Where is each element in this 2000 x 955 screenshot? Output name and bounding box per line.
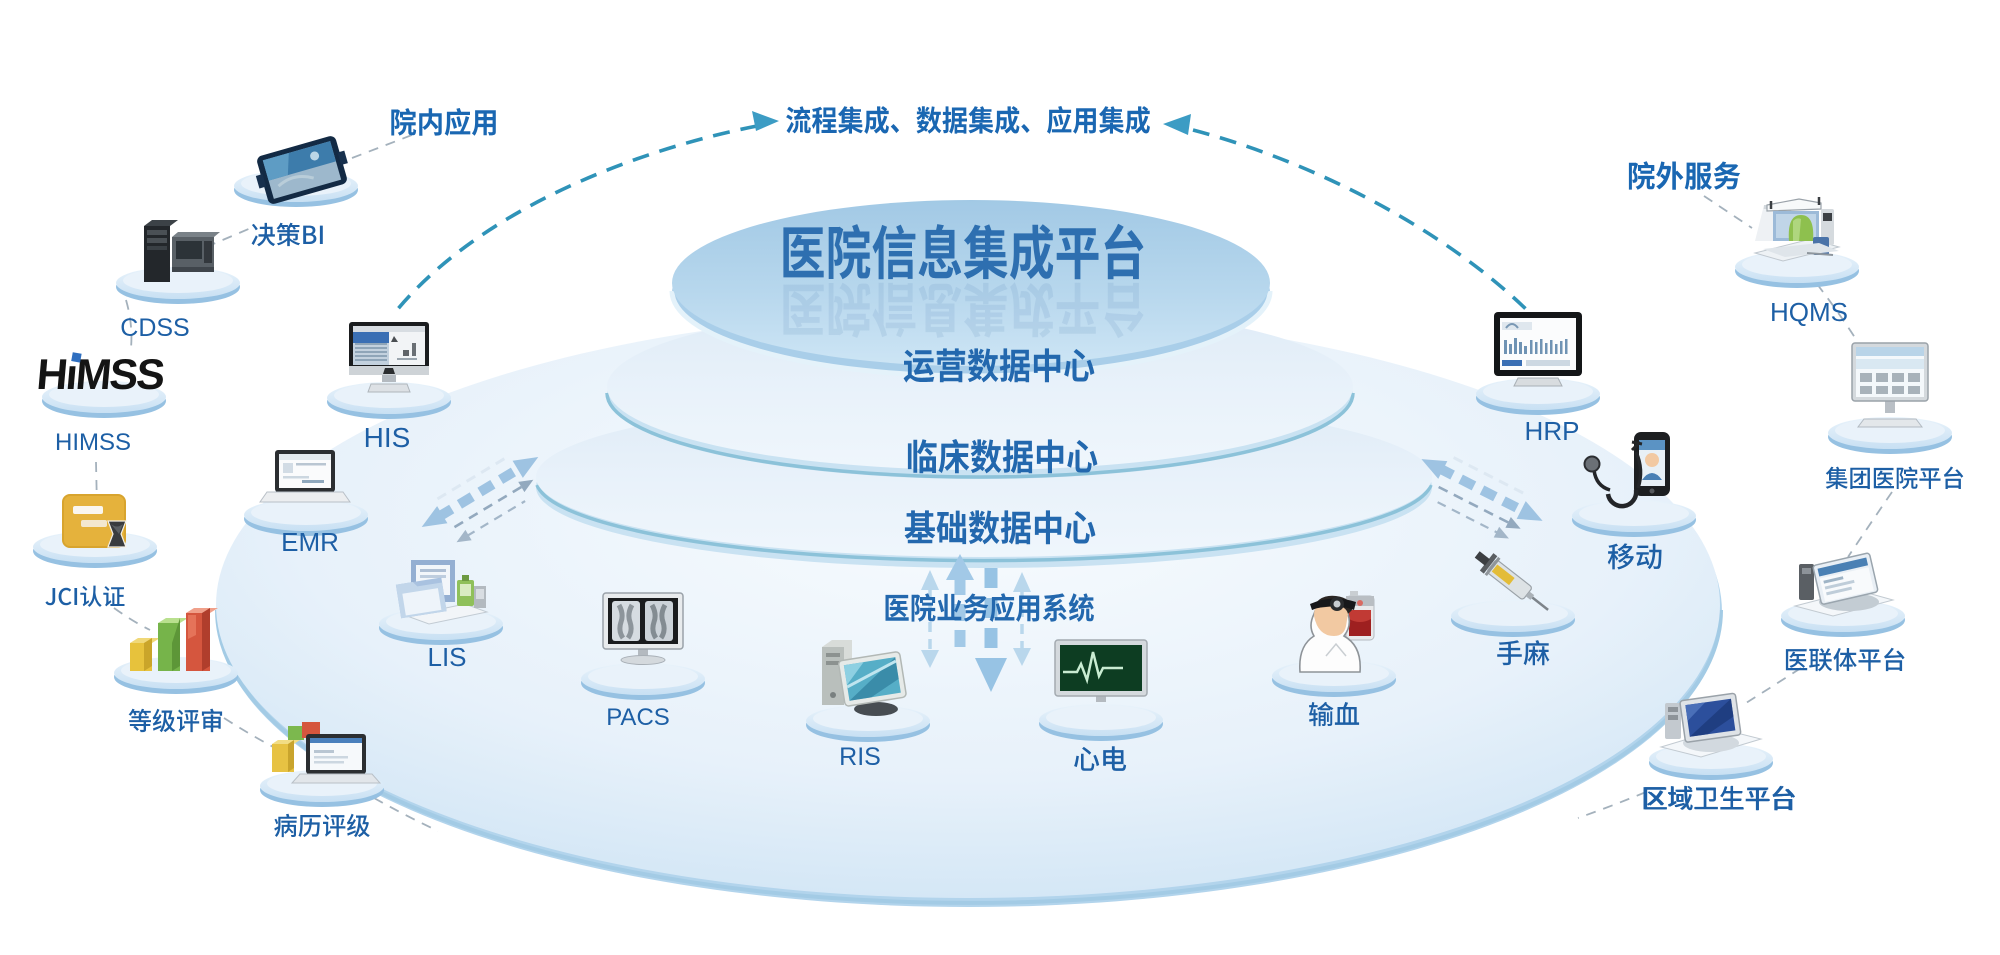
svg-text:PACS: PACS bbox=[606, 704, 670, 731]
svg-text:HIMSS: HIMSS bbox=[55, 429, 131, 456]
svg-text:RIS: RIS bbox=[839, 743, 881, 771]
svg-text:HRP: HRP bbox=[1525, 416, 1580, 446]
svg-text:EMR: EMR bbox=[281, 527, 339, 557]
svg-text:HıMSS: HıMSS bbox=[35, 351, 167, 399]
svg-text:LIS: LIS bbox=[427, 642, 466, 672]
svg-text:HIS: HIS bbox=[364, 422, 411, 453]
svg-text:区域卫生平台: 区域卫生平台 bbox=[1641, 784, 1797, 814]
svg-text:HQMS: HQMS bbox=[1770, 297, 1848, 327]
svg-text:CDSS: CDSS bbox=[120, 314, 189, 342]
